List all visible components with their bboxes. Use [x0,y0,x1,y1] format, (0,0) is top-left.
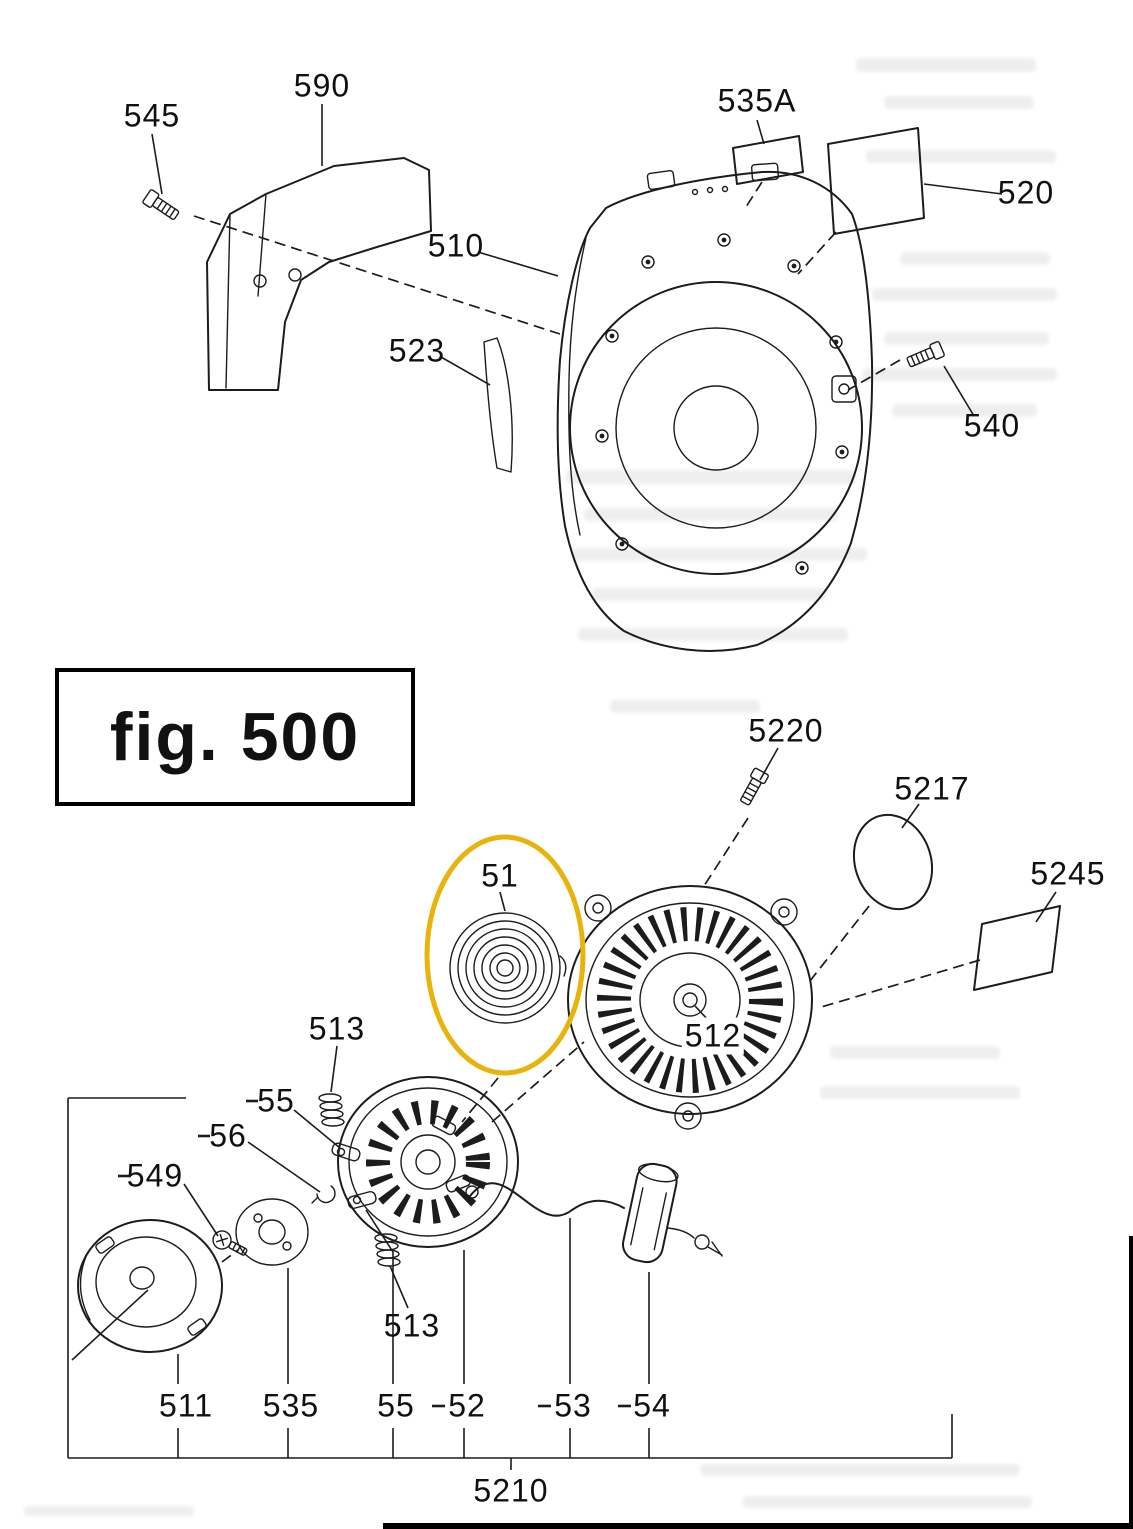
part-56-clip [311,1185,336,1204]
part-label-52: 52 [448,1387,486,1424]
part-label-5210: 5210 [473,1472,549,1509]
part-545-bolt [142,189,180,220]
part-512-starter-case [567,885,813,1130]
part-52-rope-reel [337,1076,519,1248]
part-label-549: 549 [126,1157,184,1194]
part-53-rope [465,1182,625,1217]
part-5245-decal [973,905,1061,991]
part-535-friction-plate [235,1198,309,1266]
part-520-decal [827,127,925,235]
part-549-screw [212,1230,248,1256]
part-label-512: 512 [681,1017,745,1055]
bottom-leader-lines [177,1218,650,1458]
part-label-535: 535 [262,1387,320,1424]
part-511-starter-pulley [77,1219,223,1353]
part-513-spring-top [318,1093,345,1127]
part-510-fan-cover [556,162,874,652]
scan-edge-marks [383,1236,1133,1529]
part-5220-bolt [740,767,769,806]
part-5217-decal [852,813,934,911]
part-label-523: 523 [388,332,446,369]
part-label-5220: 5220 [748,712,824,749]
part-label-511: 511 [158,1387,214,1424]
part-label-520: 520 [997,174,1055,211]
part-label-55-bottom: 55 [377,1387,415,1424]
part-55-pawl-top [331,1142,361,1162]
part-label-51: 51 [481,857,519,894]
label-dash-marks [118,1099,631,1408]
part-label-53: 53 [554,1387,592,1424]
group-bracket-5210 [67,1097,953,1470]
part-label-545: 545 [123,97,181,134]
part-label-54: 54 [633,1387,671,1424]
part-label-535a: 535A [717,82,797,119]
part-54-handle [622,1162,723,1264]
part-label-56: 56 [209,1117,247,1154]
part-label-590: 590 [293,67,351,104]
part-label-513-top: 513 [308,1010,366,1047]
highlight-ellipse-51 [424,834,586,1076]
assembly-dash-lines [193,181,981,1263]
figure-number-box: fig. 500 [55,668,415,806]
part-label-513-bottom: 513 [383,1307,441,1344]
part-label-540: 540 [963,407,1021,444]
figure-caption: fig. 500 [109,699,361,775]
label-leader-lines [151,104,1057,1309]
part-55-pawl-bottom [347,1191,377,1209]
part-label-5245: 5245 [1030,855,1106,892]
part-590-bracket [206,157,432,391]
part-540-bolt [906,340,945,368]
part-label-510: 510 [427,227,485,264]
part-label-55-left: 55 [257,1082,295,1119]
part-523-seal-strip [483,337,513,473]
part-label-5217: 5217 [894,770,970,807]
part-51-spiral-spring [449,912,567,1024]
part-535a-decal [732,135,804,185]
